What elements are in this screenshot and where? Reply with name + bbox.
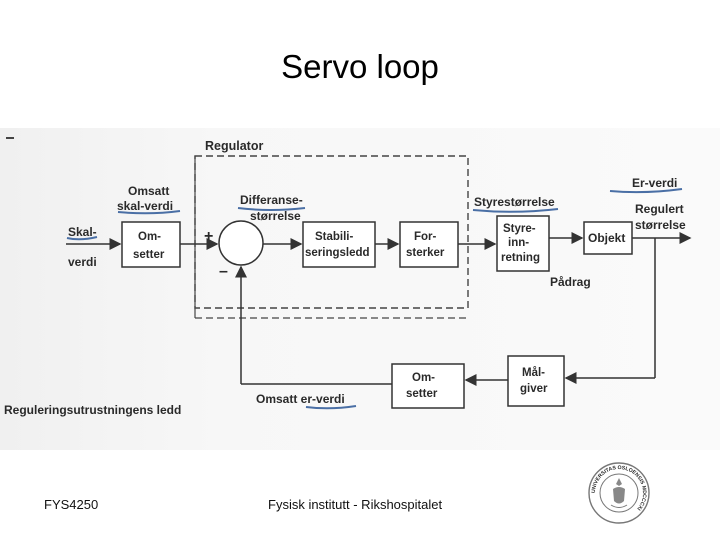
- plus-sign: +: [204, 228, 213, 245]
- summing-junction: [218, 220, 264, 266]
- slide-title: Servo loop: [281, 48, 439, 85]
- omsetter-input-line2: setter: [133, 249, 165, 261]
- malgiver-block: [507, 355, 565, 407]
- regulator-label: Regulator: [205, 139, 263, 153]
- malgiver-line1: Mål-: [522, 367, 545, 379]
- footer-institution: Fysisk institutt - Rikshospitalet: [268, 497, 443, 512]
- stabilisering-line2: seringsledd: [305, 247, 370, 259]
- scanned-page-background: [0, 128, 720, 450]
- omsatt-skal-verdi-line2: skal-verdi: [117, 199, 173, 213]
- stabilisering-line1: Stabili-: [315, 231, 354, 243]
- styreinnretning-block: [496, 215, 550, 272]
- omsetter-input-line1: Om-: [138, 231, 161, 243]
- block-diagram-svg: Regulator Omsatt skal-verdi Skal- verdi …: [4, 137, 692, 417]
- omsatt-er-verdi-label: Omsatt er-verdi: [256, 392, 345, 406]
- styreinnretning-line3: retning: [501, 252, 540, 264]
- forsterker-block: [399, 221, 459, 268]
- differanse-line2: størrelse: [250, 209, 301, 223]
- university-seal-logo: UNIVERSITAS OSLOENSIS MDCCCXI: [588, 462, 650, 524]
- er-verdi-label: Er-verdi: [632, 176, 677, 190]
- forsterker-line1: For-: [414, 231, 437, 243]
- styrestorrelse-label: Styrestørrelse: [474, 195, 555, 209]
- omsetter-feedback-block: [391, 363, 465, 409]
- objekt-label: Objekt: [588, 231, 625, 245]
- forsterker-line2: sterker: [406, 247, 445, 259]
- regulert-storrelse-line2: størrelse: [635, 218, 686, 232]
- omsetter-feedback-line2: setter: [406, 388, 438, 400]
- differanse-line1: Differanse-: [240, 193, 303, 207]
- regulert-storrelse-line1: Regulert: [635, 202, 684, 216]
- omsatt-skal-verdi-line1: Omsatt: [128, 184, 169, 198]
- stabilisering-block: [302, 221, 376, 268]
- skal-verdi-line1: Skal-: [68, 225, 97, 239]
- objekt-block: [583, 221, 633, 255]
- omsetter-feedback-line1: Om-: [412, 372, 435, 384]
- reguleringsutrustning-label: Reguleringsutrustningens ledd: [4, 403, 181, 417]
- servo-loop-diagram: Regulator Omsatt skal-verdi Skal- verdi …: [0, 128, 720, 450]
- malgiver-line2: giver: [520, 383, 548, 395]
- skal-verdi-line2: verdi: [68, 255, 97, 269]
- footer-course-code: FYS4250: [44, 497, 99, 512]
- styreinnretning-line1: Styre-: [503, 223, 536, 235]
- styreinnretning-line2: inn-: [508, 237, 529, 249]
- minus-sign: –: [219, 263, 228, 280]
- padrag-label: Pådrag: [550, 275, 591, 289]
